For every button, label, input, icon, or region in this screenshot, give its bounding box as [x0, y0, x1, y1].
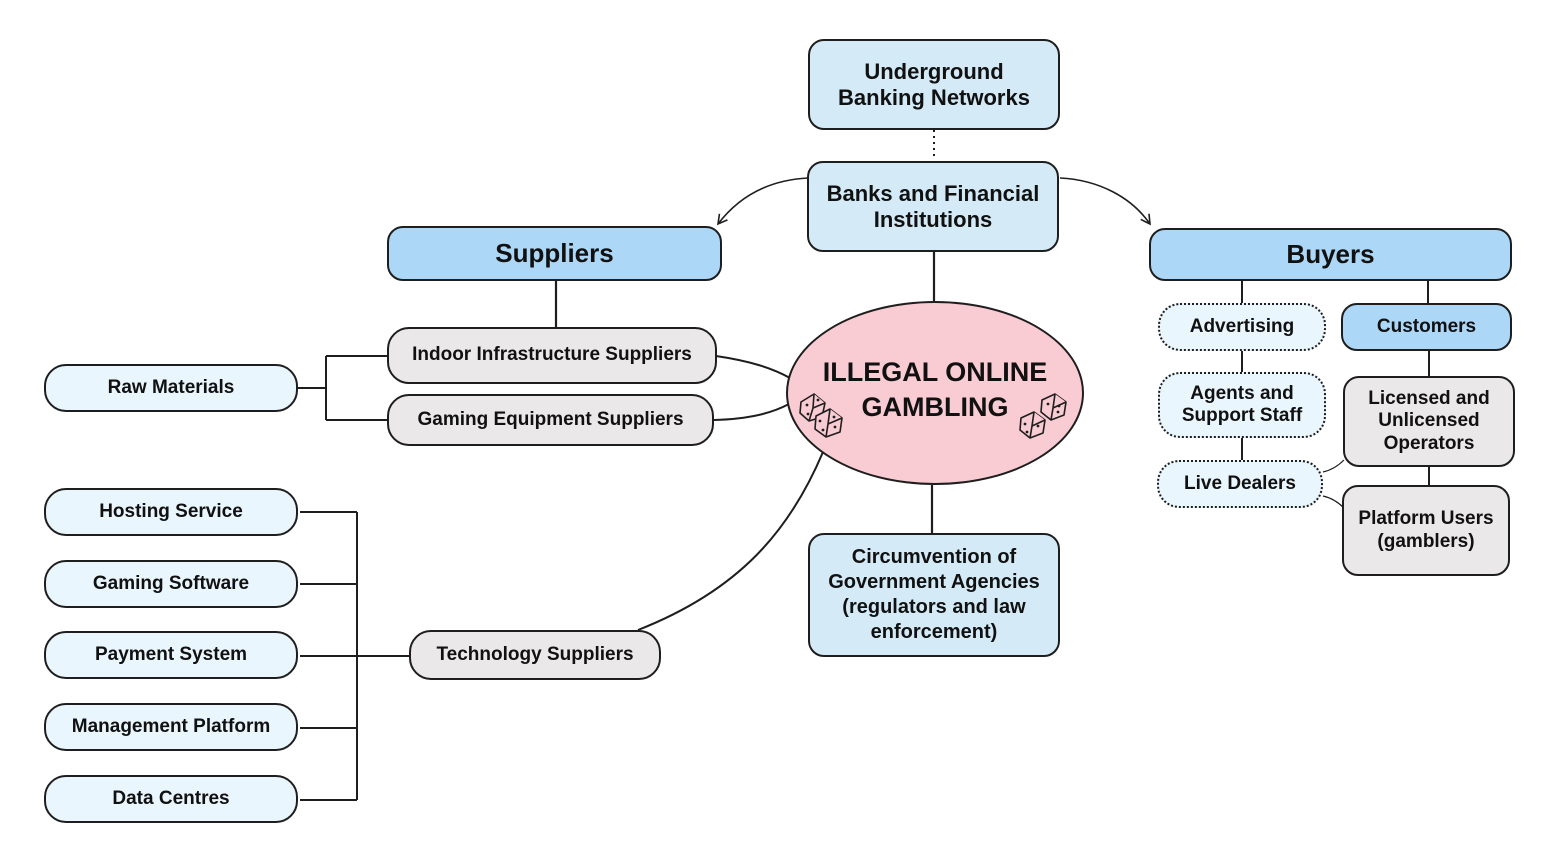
node-gaming-equipment: Gaming Equipment Suppliers — [387, 394, 714, 446]
node-underground-banking: Underground Banking Networks — [808, 39, 1060, 130]
connector-technology-to-center — [637, 451, 824, 631]
node-buyers: Buyers — [1149, 228, 1512, 281]
node-suppliers: Suppliers — [387, 226, 722, 281]
node-platform-users: Platform Users (gamblers) — [1342, 485, 1510, 576]
node-advertising: Advertising — [1158, 303, 1326, 351]
dice-icon-right — [1019, 393, 1067, 439]
connector-live-dealers-to-users — [1322, 495, 1345, 509]
node-live-dealers: Live Dealers — [1157, 460, 1323, 508]
connector-indoor-to-center — [715, 355, 791, 379]
node-agents-support-staff: Agents and Support Staff — [1158, 372, 1326, 438]
connector-live-dealers-to-operators — [1322, 459, 1345, 473]
node-gaming-software: Gaming Software — [44, 560, 298, 608]
node-circumvention: Circumvention of Government Agencies (re… — [808, 533, 1060, 657]
node-data-centres: Data Centres — [44, 775, 298, 823]
node-management-platform: Management Platform — [44, 703, 298, 751]
node-hosting-service: Hosting Service — [44, 488, 298, 536]
arrow-banks-to-buyers — [1059, 177, 1151, 226]
dice-icon-left — [799, 393, 843, 438]
node-customers: Customers — [1341, 303, 1512, 351]
node-banks-financial: Banks and Financial Institutions — [807, 161, 1059, 252]
central-node — [786, 301, 1084, 485]
node-raw-materials: Raw Materials — [44, 364, 298, 412]
connector-raw-materials-bracket — [298, 355, 387, 421]
node-technology-suppliers: Technology Suppliers — [409, 630, 661, 680]
node-licensed-unlicensed-operators: Licensed and Unlicensed Operators — [1343, 376, 1515, 467]
connector-tech-items-bracket — [300, 511, 410, 801]
node-payment-system: Payment System — [44, 631, 298, 679]
node-indoor-infrastructure: Indoor Infrastructure Suppliers — [387, 327, 717, 384]
arrow-banks-to-suppliers — [717, 177, 809, 226]
connector-equipment-to-center — [713, 403, 790, 421]
central-node-title: ILLEGAL ONLINE GAMBLING — [822, 357, 1048, 423]
